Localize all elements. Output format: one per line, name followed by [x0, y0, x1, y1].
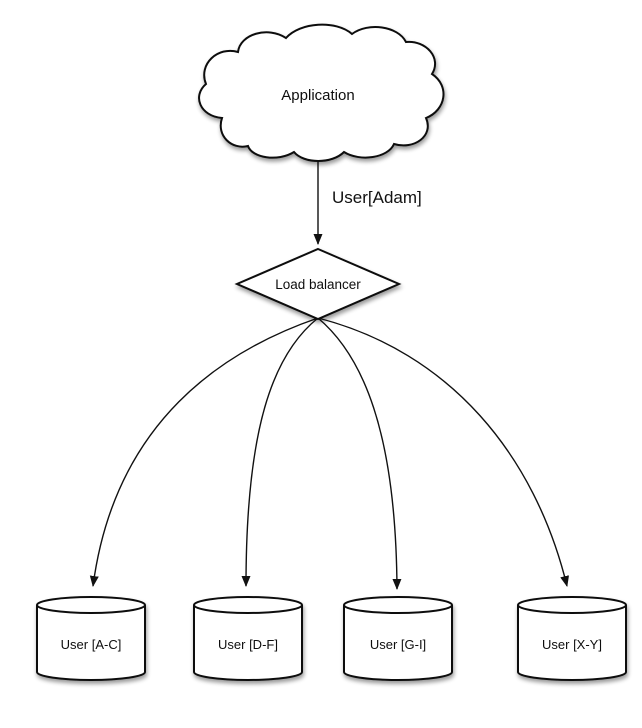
cloud-shape: [198, 23, 445, 162]
arrow-to-shard-a-c: [89, 317, 319, 587]
edge-label-user-adam: User[Adam]: [332, 188, 422, 207]
cylinder-shape: [343, 605, 453, 681]
cylinder-top: [517, 596, 627, 614]
cylinder-top: [36, 596, 146, 614]
shard-label: User [A-C]: [61, 637, 122, 652]
edge-application-to-load-balancer: User[Adam]: [313, 150, 422, 245]
load-balancer-label: Load balancer: [275, 277, 361, 292]
arrow-to-shard-g-i: [317, 317, 402, 590]
shard-node-a-c: User [A-C]: [36, 596, 146, 681]
cylinder-top: [343, 596, 453, 614]
arrow-to-shard-d-f: [241, 317, 319, 587]
application-label: Application: [281, 87, 354, 104]
cylinder-top: [193, 596, 303, 614]
shard-label: User [D-F]: [218, 637, 278, 652]
shard-label: User [G-I]: [370, 637, 426, 652]
application-node: Application: [198, 23, 445, 162]
diamond-shape: [234, 247, 402, 321]
cylinder-shape: [193, 605, 303, 681]
load-balancer-node: Load balancer: [234, 247, 402, 321]
arrow-to-shard-x-y: [317, 317, 569, 587]
edges-load-balancer-to-shards: [89, 317, 569, 590]
shard-label: User [X-Y]: [542, 637, 602, 652]
cylinder-shape: [36, 605, 146, 681]
cylinder-shape: [517, 605, 627, 681]
shard-node-g-i: User [G-I]: [343, 596, 453, 681]
shard-node-d-f: User [D-F]: [193, 596, 303, 681]
shard-node-x-y: User [X-Y]: [517, 596, 627, 681]
